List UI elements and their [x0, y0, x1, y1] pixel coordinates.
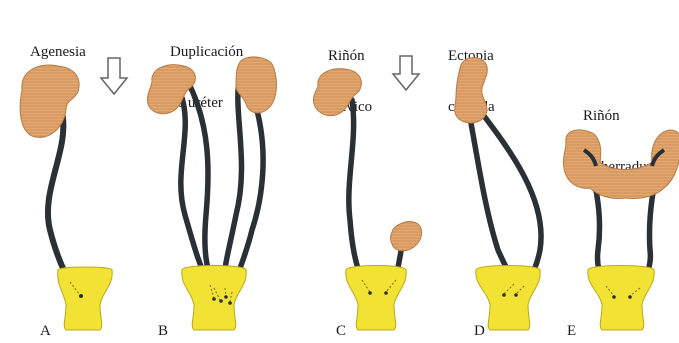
panel-d-letter: D	[474, 323, 485, 340]
ureter-d2	[478, 108, 541, 286]
panel-a-letter: A	[40, 323, 51, 340]
kidney-c-pelvic	[391, 222, 422, 251]
panel-d-drawing	[455, 58, 541, 330]
ureter-c1	[349, 100, 362, 280]
bladder-d	[476, 266, 540, 331]
bladder-e	[588, 266, 654, 331]
ureter-d1	[470, 118, 514, 284]
panel-e-drawing	[563, 130, 679, 330]
ureter-a	[48, 112, 70, 282]
panel-e-letter: E	[567, 323, 576, 340]
ureter-b2	[188, 82, 214, 288]
panel-b-drawing	[147, 57, 276, 330]
ureter-b3	[224, 75, 241, 288]
kidney-a	[20, 65, 79, 137]
bladder-a	[58, 267, 113, 330]
kidney-e-horseshoe	[563, 130, 679, 199]
panel-b-letter: B	[158, 323, 168, 340]
panel-c-letter: C	[336, 323, 346, 340]
kidney-b-right	[236, 57, 277, 113]
panel-c-drawing	[313, 56, 421, 330]
kidney-d	[455, 58, 488, 123]
bladder-c	[346, 266, 406, 331]
kidney-b-left	[147, 65, 195, 114]
ureter-b4	[232, 100, 263, 292]
panel-a-drawing	[20, 58, 127, 330]
down-arrow-icon-a	[101, 58, 127, 94]
down-arrow-icon-c	[393, 56, 419, 90]
